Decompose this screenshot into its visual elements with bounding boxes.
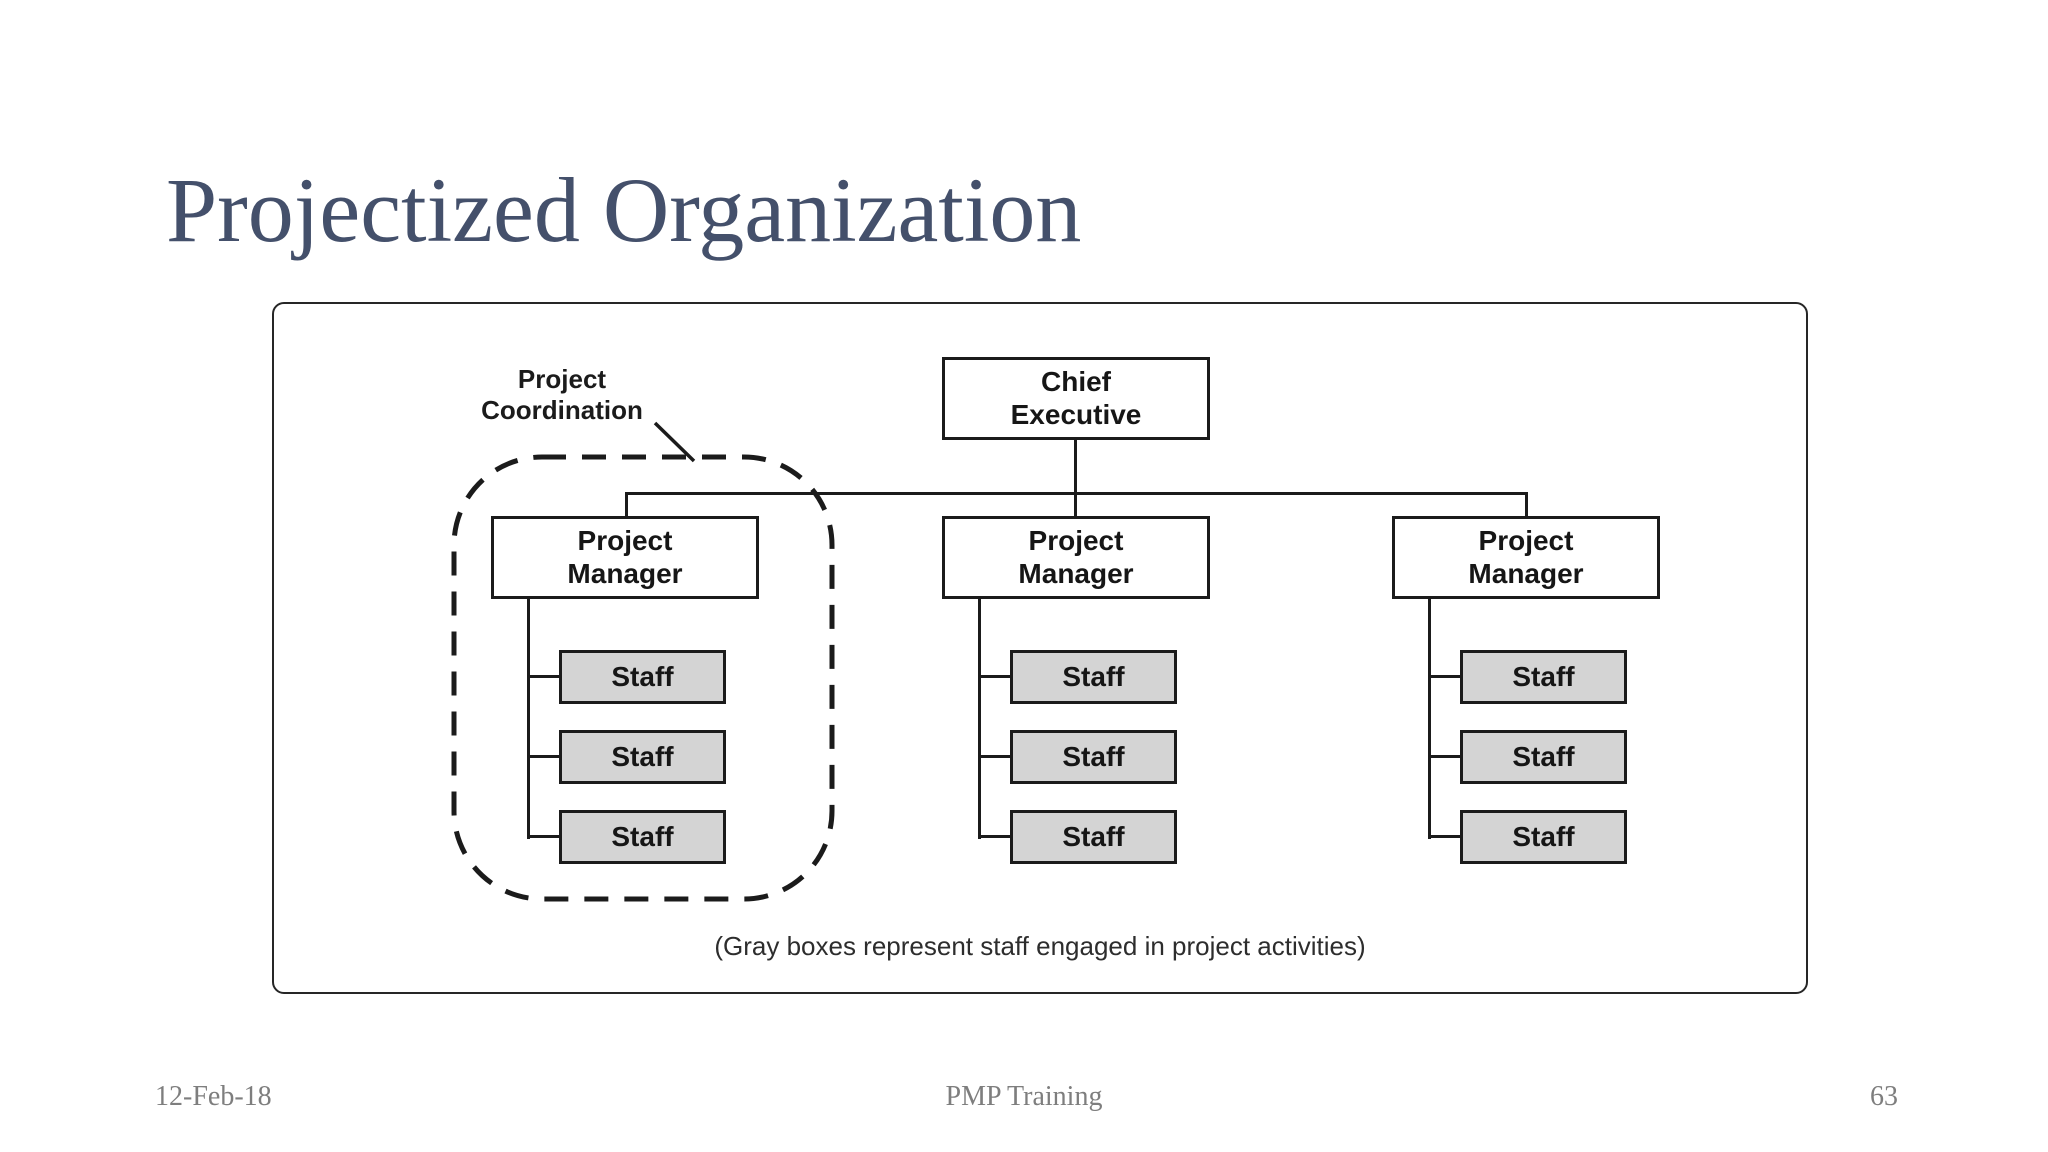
project-manager-box-2: Project Manager	[942, 516, 1210, 599]
spine-column-3	[1428, 599, 1431, 839]
spine-column-2	[978, 599, 981, 839]
staff-box-3-2: Staff	[1460, 730, 1627, 784]
staff-box-2-3: Staff	[1010, 810, 1177, 864]
stub-2-1	[978, 675, 1010, 678]
stub-1-3	[527, 835, 559, 838]
stub-1-2	[527, 755, 559, 758]
connector-ce-vertical	[1074, 440, 1077, 492]
org-diagram: Project Coordination Chief Executive Pro…	[272, 302, 1808, 994]
staff-box-3-1: Staff	[1460, 650, 1627, 704]
coordination-pointer-line	[653, 421, 696, 463]
stub-2-2	[978, 755, 1010, 758]
stub-1-1	[527, 675, 559, 678]
staff-box-1-1: Staff	[559, 650, 726, 704]
project-manager-box-1: Project Manager	[491, 516, 759, 599]
connector-drop-pm3	[1525, 492, 1528, 516]
stub-3-2	[1428, 755, 1460, 758]
footer-page-number: 63	[1870, 1081, 1898, 1112]
connector-drop-pm1	[625, 492, 628, 516]
diagram-caption: (Gray boxes represent staff engaged in p…	[714, 931, 1366, 961]
chief-executive-box: Chief Executive	[942, 357, 1210, 440]
coordination-label: Project Coordination	[481, 364, 643, 425]
staff-box-1-2: Staff	[559, 730, 726, 784]
staff-box-3-3: Staff	[1460, 810, 1627, 864]
project-manager-box-3: Project Manager	[1392, 516, 1660, 599]
stub-2-3	[978, 835, 1010, 838]
footer-date: 12-Feb-18	[155, 1081, 272, 1112]
spine-column-1	[527, 599, 530, 839]
stub-3-3	[1428, 835, 1460, 838]
staff-box-1-3: Staff	[559, 810, 726, 864]
footer-training-label: PMP Training	[945, 1081, 1103, 1112]
staff-box-2-1: Staff	[1010, 650, 1177, 704]
stub-3-1	[1428, 675, 1460, 678]
connector-drop-pm2	[1074, 492, 1077, 516]
page-title: Projectized Organization	[166, 158, 1082, 261]
staff-box-2-2: Staff	[1010, 730, 1177, 784]
